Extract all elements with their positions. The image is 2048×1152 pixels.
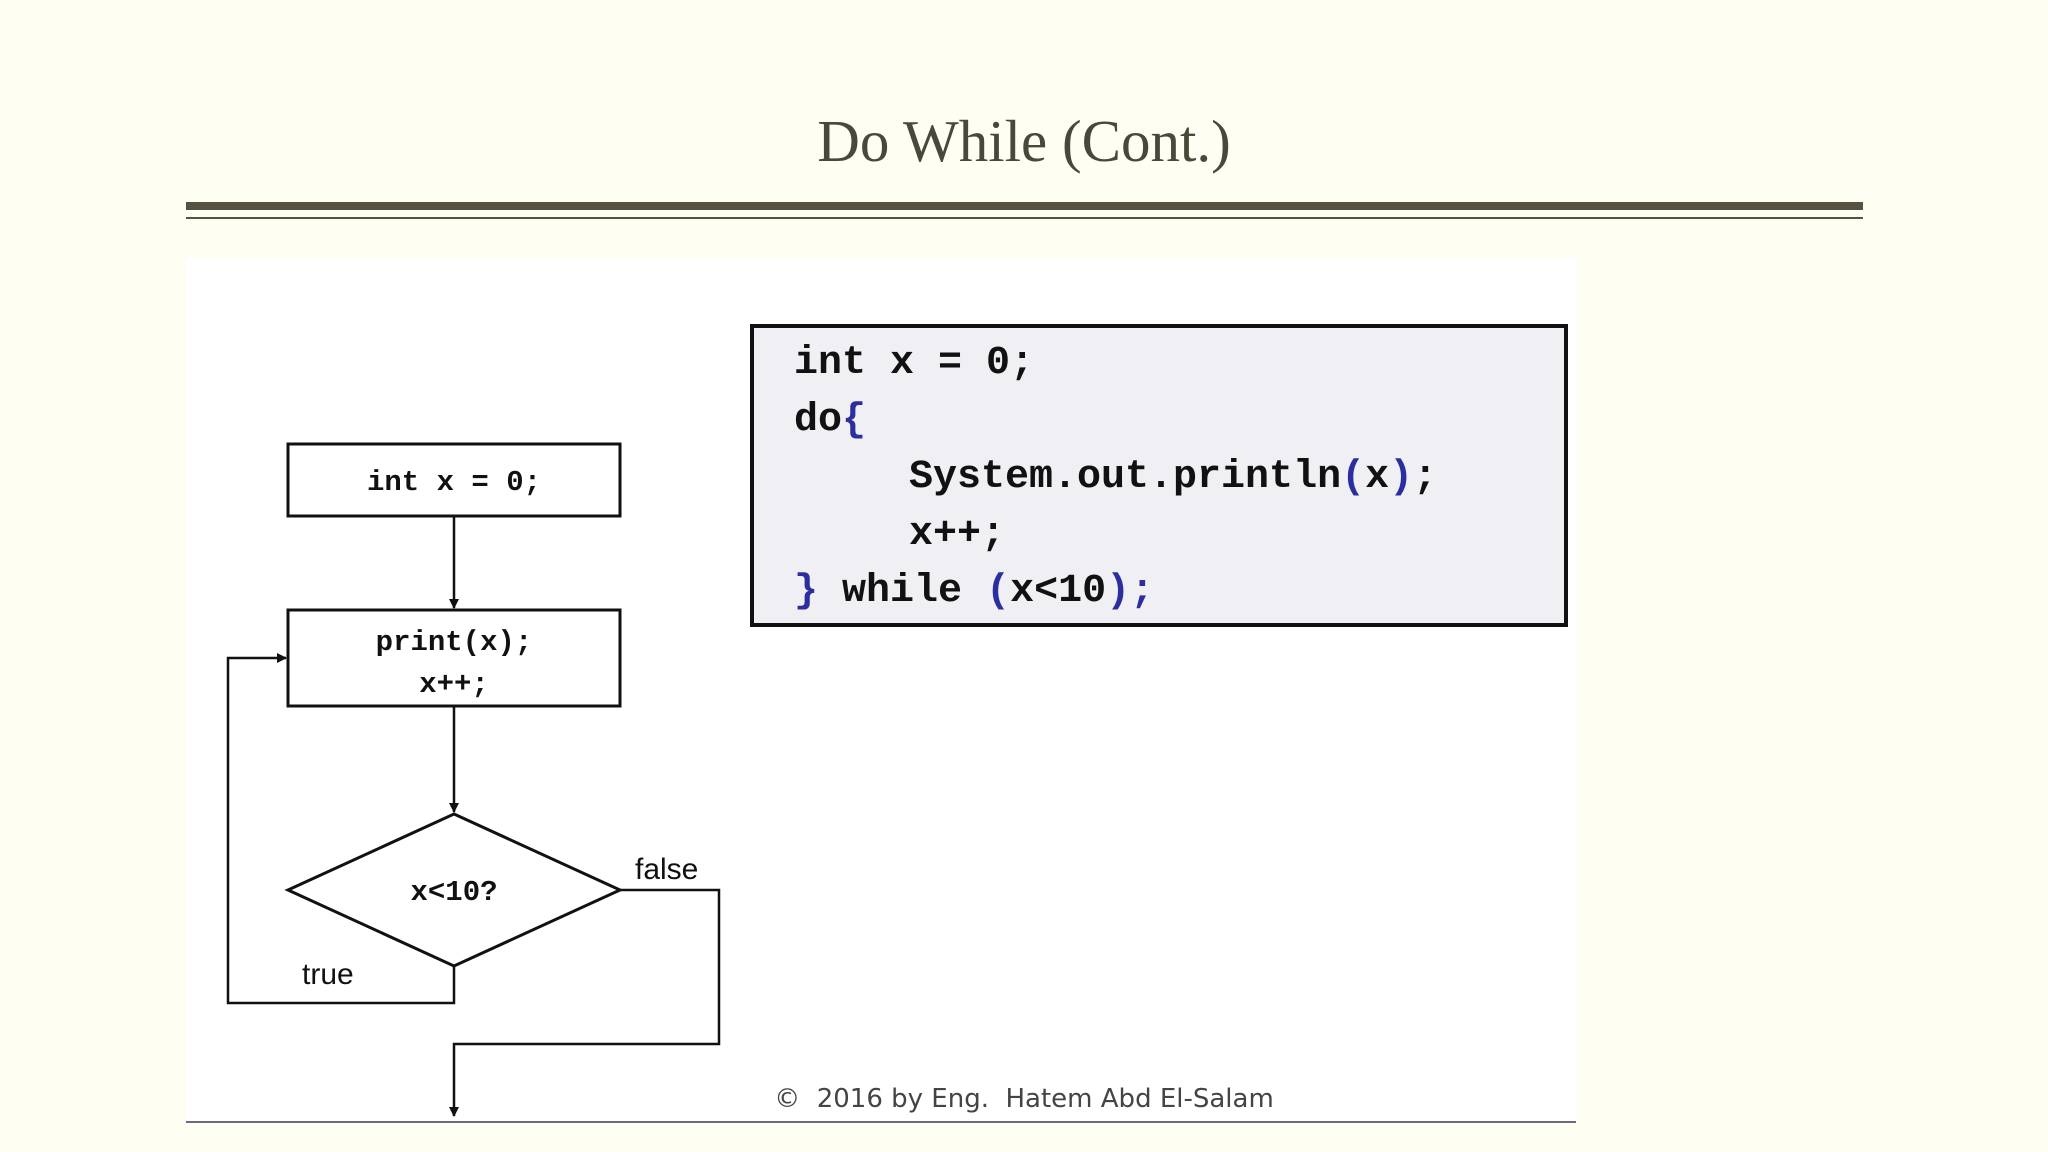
code-cond-close: ): [1106, 569, 1131, 614]
code-while-keyword: while: [818, 569, 987, 614]
code-paren-open: (: [1341, 455, 1366, 500]
code-end-semicolon: ;: [1130, 569, 1155, 614]
code-println: System.out.println: [909, 455, 1342, 500]
code-cond-open: (: [986, 569, 1011, 614]
title-rule-thin: [186, 217, 1863, 219]
body-box: [286, 608, 622, 708]
code-line-1: int x = 0;: [794, 344, 1034, 384]
code-line-2: do{: [794, 401, 866, 441]
code-close-brace: }: [794, 569, 819, 614]
code-semicolon: ;: [1413, 455, 1438, 500]
init-box: [286, 442, 622, 518]
false-label: false: [635, 853, 698, 886]
code-open-brace: {: [842, 398, 867, 443]
flowchart: int x = 0; print(x); x++; x<10? true fal…: [226, 442, 721, 1117]
code-box: int x = 0; do{ System.out.println(x); x+…: [750, 324, 1568, 627]
body-line2: x++;: [419, 668, 489, 701]
false-exit-line: [449, 888, 721, 1117]
code-line-3: System.out.println(x);: [794, 458, 1437, 498]
code-decl: int x = 0;: [794, 341, 1035, 386]
code-paren-close: ): [1389, 455, 1414, 500]
true-label: true: [302, 958, 354, 991]
title-rule-thick: [186, 202, 1863, 210]
decision-label: x<10?: [410, 876, 497, 909]
true-loop-line: [226, 653, 456, 1005]
code-condition: x<10: [1010, 569, 1107, 614]
footer-credit: © 2016 by Eng. Hatem Abd El-Salam: [774, 1084, 1274, 1114]
code-line-5: } while (x<10);: [794, 572, 1154, 612]
code-println-arg: x: [1365, 455, 1390, 500]
body-line1: print(x);: [376, 626, 533, 659]
code-increment: x++;: [909, 512, 1006, 557]
code-do-keyword: do: [794, 398, 843, 443]
slide-title: Do While (Cont.): [817, 108, 1231, 174]
footer-rule: [186, 1121, 1576, 1123]
init-box-label: int x = 0;: [367, 466, 541, 499]
code-line-4: x++;: [794, 515, 1005, 555]
